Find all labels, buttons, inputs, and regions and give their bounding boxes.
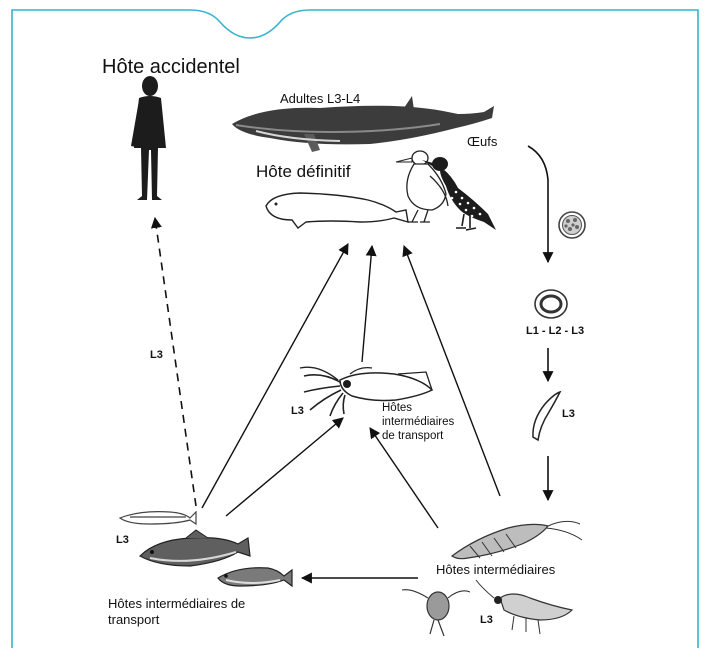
l3-larva-label: L3 <box>562 408 575 421</box>
arrow-eggs-to-egg <box>528 146 548 262</box>
definitive-host-label: Hôte définitif <box>256 162 351 182</box>
l3-larva-icon <box>533 392 560 440</box>
whale-icon <box>232 96 494 152</box>
manatee-icon <box>266 193 408 228</box>
l3-accidental-label: L3 <box>150 349 163 362</box>
l3-fish-label: L3 <box>116 534 129 547</box>
squid-host-label-line1: Hôtes <box>382 402 412 415</box>
egg-icon <box>559 212 585 238</box>
arrow-squid-to-definitive <box>362 246 372 362</box>
fish-host-label-line2: transport <box>108 613 159 628</box>
adults-label: Adultes L3-L4 <box>280 92 360 107</box>
fish-host-label-line1: Hôtes intermédiaires de <box>108 597 245 612</box>
accidental-host-label: Hôte accidentel <box>102 56 240 79</box>
arrow-accidental-dashed <box>155 218 196 506</box>
larval-stages-label: L1 - L2 - L3 <box>526 325 584 338</box>
shrimp-icon <box>452 521 582 558</box>
eggs-label: Œufs <box>467 135 497 150</box>
intermediate-hosts-label: Hôtes intermédiaires <box>436 563 555 578</box>
squid-host-label-line2: intermédiaires <box>382 416 454 429</box>
larva-egg-icon <box>535 290 567 318</box>
squid-icon <box>300 367 432 416</box>
squid-host-label-line3: de transport <box>382 430 443 443</box>
arrow-crustacean-to-definitive <box>404 246 500 496</box>
copepod-icon <box>402 590 470 636</box>
l3-krill-label: L3 <box>480 614 493 627</box>
mackerel-icon <box>218 568 292 586</box>
anchovy-icon <box>120 512 196 524</box>
l3-squid-label: L3 <box>291 405 304 418</box>
human-silhouette-icon <box>131 76 166 200</box>
cod-icon <box>140 530 250 566</box>
